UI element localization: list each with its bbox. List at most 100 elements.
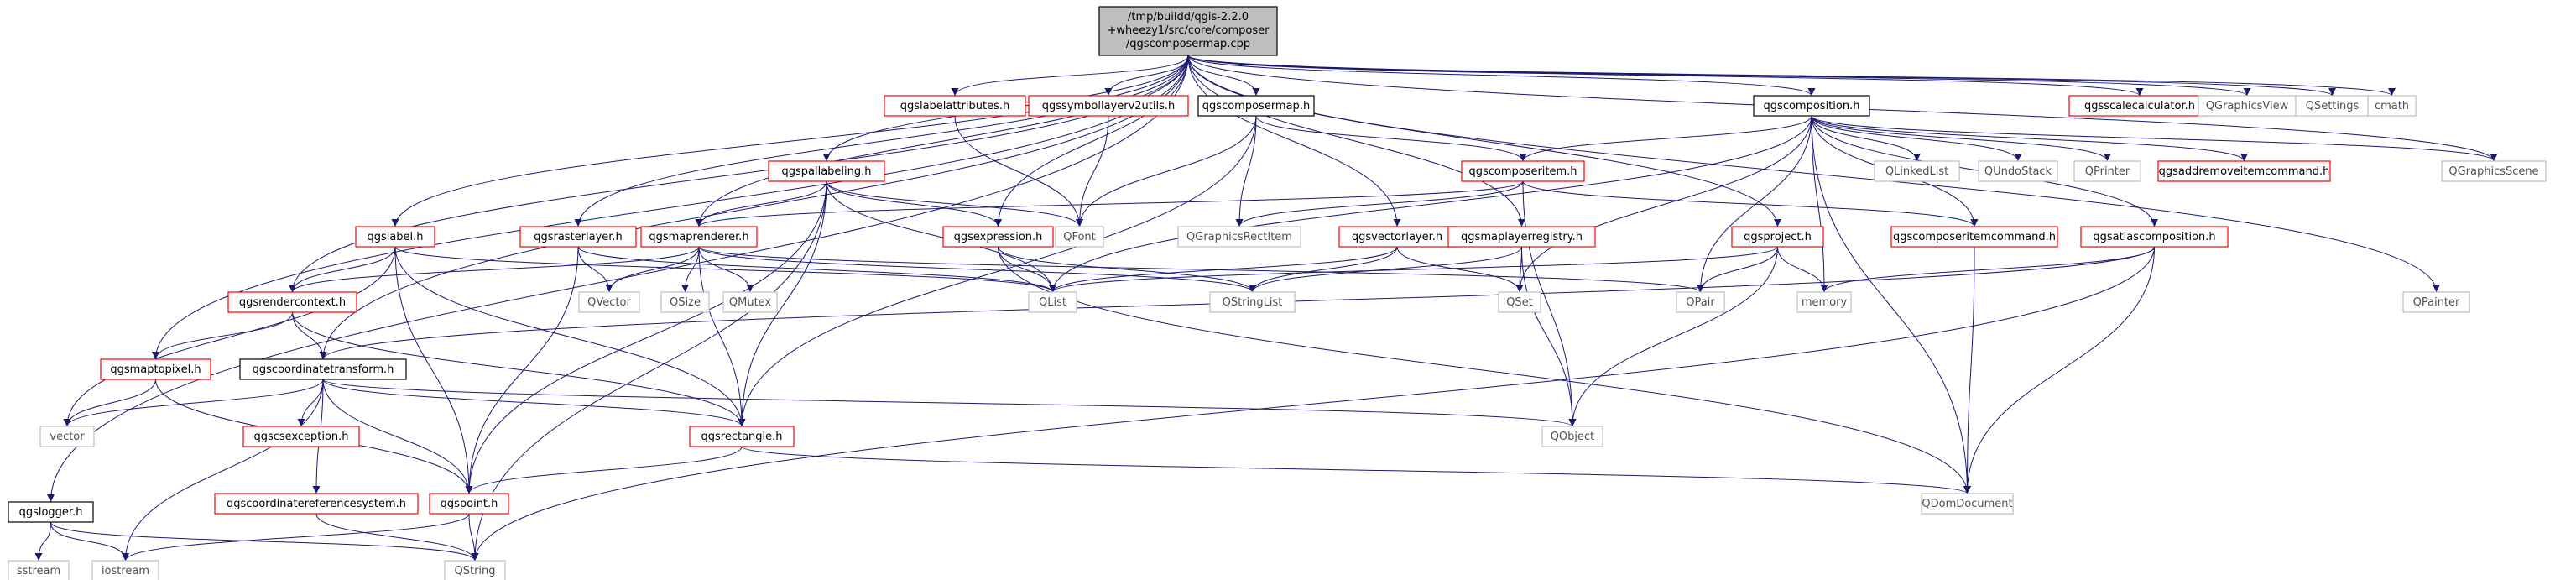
edge-qgscomposeritem-to-qobject bbox=[1522, 180, 1577, 427]
edge-qgsmaprenderer-to-qgsrectangle bbox=[698, 246, 746, 427]
node-qvector: QVector bbox=[578, 291, 640, 313]
edge-root-to-qgsproject bbox=[1187, 55, 1781, 227]
node-qdomdocument: QDomDocument bbox=[1921, 493, 2014, 515]
node-memory: memory bbox=[1796, 291, 1852, 313]
edge-qgslabel-to-qgsrectangle bbox=[394, 246, 746, 427]
node-qgspallabeling[interactable]: qgspallabeling.h bbox=[768, 160, 885, 182]
node-qgsexpression[interactable]: qgsexpression.h bbox=[942, 226, 1054, 248]
node-label: qgscomposition.h bbox=[1764, 100, 1860, 112]
node-label: qgssymbollayerv2utils.h bbox=[1042, 100, 1176, 112]
node-qgsrectangle[interactable]: qgsrectangle.h bbox=[689, 426, 795, 447]
node-label: iostream bbox=[102, 565, 149, 577]
edge-qgscomposition-to-qprinter bbox=[1811, 115, 2111, 162]
node-label: sstream bbox=[17, 565, 60, 577]
node-qgssymbollayerv2utils[interactable]: qgssymbollayerv2utils.h bbox=[1028, 95, 1189, 117]
node-qgscomposeritemcommand[interactable]: qgscomposeritemcommand.h bbox=[1890, 226, 2058, 248]
node-qgsatlascomposition[interactable]: qgsatlascomposition.h bbox=[2080, 226, 2229, 248]
edge-root-to-qgraphicsview bbox=[1187, 55, 2251, 97]
node-label: QList bbox=[1039, 296, 1066, 309]
node-box bbox=[1197, 95, 1315, 117]
node-qgscomposermap[interactable]: qgscomposermap.h bbox=[1197, 95, 1315, 117]
node-label: qgscoordinatereferencesystem.h bbox=[227, 498, 406, 510]
node-qgslogger[interactable]: qgslogger.h bbox=[8, 501, 94, 523]
edge-root-to-qgscomposermap bbox=[1187, 55, 1260, 97]
node-qgspoint[interactable]: qgspoint.h bbox=[429, 493, 509, 515]
node-label: qgscomposermap.h bbox=[1202, 100, 1310, 112]
node-qgslabel[interactable]: qgslabel.h bbox=[355, 226, 435, 248]
node-box bbox=[1461, 160, 1585, 182]
node-qgsscalecalculator[interactable]: qgsscalecalculator.h bbox=[2068, 95, 2211, 117]
node-box bbox=[429, 493, 509, 515]
node-label: qgslogger.h bbox=[19, 506, 83, 519]
node-box bbox=[2157, 160, 2331, 182]
edge-qgsatlascomposition-to-qstring bbox=[471, 246, 2155, 562]
node-box bbox=[1055, 226, 1104, 248]
node-label: qgsmaplayerregistry.h bbox=[1461, 231, 1583, 243]
node-qstring: QString bbox=[444, 560, 506, 580]
node-label: QSize bbox=[670, 296, 701, 309]
node-qgslabelattributes[interactable]: qgslabelattributes.h bbox=[884, 95, 1026, 117]
node-box bbox=[519, 226, 637, 248]
edge-qgscomposition-to-qgscomposeritem bbox=[1519, 115, 1812, 162]
edge-qgsrendercontext-to-qgsmaptopixel bbox=[152, 311, 293, 360]
edge-qgsvectorlayer-to-qset bbox=[1396, 246, 1524, 293]
node-qgscsexception[interactable]: qgscsexception.h bbox=[242, 426, 360, 447]
node-qgsproject[interactable]: qgsproject.h bbox=[1731, 226, 1824, 248]
edge-qgsatlascomposition-to-qdomdocument bbox=[1963, 246, 2155, 494]
node-label: qgsmaprenderer.h bbox=[649, 231, 748, 243]
node-sstream: sstream bbox=[8, 560, 70, 580]
node-box bbox=[355, 226, 435, 248]
node-box bbox=[214, 493, 419, 515]
node-box bbox=[1921, 493, 2014, 515]
edge-qgslogger-to-qstring bbox=[50, 521, 479, 562]
node-box bbox=[1028, 95, 1189, 117]
node-qgscoordinatereferencesystem[interactable]: qgscoordinatereferencesystem.h bbox=[214, 493, 419, 515]
node-qgsaddremoveitemcommand[interactable]: qgsaddremoveitemcommand.h bbox=[2157, 160, 2331, 182]
node-label: QUndoStack bbox=[1984, 165, 2052, 178]
node-qgsmaplayerregistry[interactable]: qgsmaplayerregistry.h bbox=[1447, 226, 1596, 248]
node-box bbox=[884, 95, 1026, 117]
node-qgscoordinatetransform[interactable]: qgscoordinatetransform.h bbox=[239, 358, 407, 380]
node-qgsrendercontext[interactable]: qgsrendercontext.h bbox=[227, 291, 357, 313]
node-qgscomposeritem[interactable]: qgscomposeritem.h bbox=[1461, 160, 1585, 182]
node-iostream: iostream bbox=[91, 560, 159, 580]
edge-qgsvectorlayer-to-qstringlist bbox=[1249, 246, 1398, 293]
edge-root-to-qgsrendercontext bbox=[289, 55, 1189, 293]
node-label: qgscomposeritemcommand.h bbox=[1893, 231, 2056, 243]
node-label: qgscsexception.h bbox=[253, 431, 348, 443]
edge-root-to-qgslogger bbox=[47, 55, 1189, 503]
node-box bbox=[39, 426, 95, 447]
node-box bbox=[1098, 6, 1278, 56]
node-label: qgscomposeritem.h bbox=[1468, 165, 1577, 178]
edge-root-to-cmath bbox=[1187, 55, 2396, 97]
edge-qgscomposition-to-qgraphicsscene bbox=[1811, 115, 2498, 162]
node-box bbox=[8, 560, 70, 580]
node-label: qgsexpression.h bbox=[954, 231, 1043, 243]
node-qgsrasterlayer[interactable]: qgsrasterlayer.h bbox=[519, 226, 637, 248]
edge-qgsrectangle-to-qgspoint bbox=[465, 446, 743, 494]
node-label: qgscoordinatetransform.h bbox=[253, 363, 394, 376]
edge-qgslogger-to-sstream bbox=[34, 521, 51, 562]
node-box bbox=[100, 358, 211, 380]
node-box bbox=[2080, 226, 2229, 248]
edge-qgscoordinatetransform-to-qgspoint bbox=[322, 379, 473, 494]
node-box bbox=[444, 560, 506, 580]
edge-qgslabelattributes-to-qfont bbox=[954, 115, 1083, 227]
node-qobject: QObject bbox=[1541, 426, 1603, 447]
node-box bbox=[689, 426, 795, 447]
edge-qgsrectangle-to-qdomdocument bbox=[741, 446, 1971, 494]
node-qgsmaptopixel[interactable]: qgsmaptopixel.h bbox=[100, 358, 211, 380]
edge-qgsmaplayerregistry-to-qstringlist bbox=[1249, 246, 1522, 293]
node-label: QSet bbox=[1506, 296, 1533, 309]
node-box bbox=[1028, 291, 1077, 313]
node-root[interactable]: /tmp/buildd/qgis-2.2.0+wheezy1/src/core/… bbox=[1098, 6, 1278, 56]
edge-root-to-qgslabel bbox=[391, 55, 1189, 227]
node-qgsvectorlayer[interactable]: qgsvectorlayer.h bbox=[1338, 226, 1456, 248]
node-qgscomposition[interactable]: qgscomposition.h bbox=[1753, 95, 1870, 117]
node-box bbox=[1177, 226, 1301, 248]
node-box bbox=[1731, 226, 1824, 248]
node-label: qgsatlascomposition.h bbox=[2093, 231, 2215, 243]
node-qgsmaprenderer[interactable]: qgsmaprenderer.h bbox=[640, 226, 758, 248]
node-box bbox=[1890, 226, 2058, 248]
edge-qgslabel-to-vector bbox=[63, 246, 396, 427]
